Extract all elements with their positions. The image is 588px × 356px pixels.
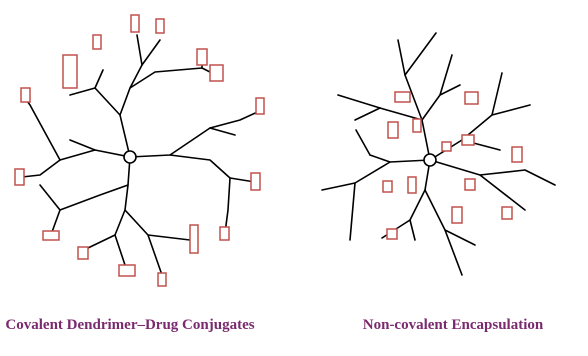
drug-molecule [155,18,165,34]
drug-molecule [62,54,78,89]
drug-molecule [501,206,513,220]
caption-covalent-conjugates: Covalent Dendrimer–Drug Conjugates [5,317,255,333]
drug-molecule [189,224,199,254]
dendrimer-core [423,153,437,167]
drug-molecule [130,14,140,33]
caption-noncovalent-encapsulation: Non-covalent Encapsulation [362,317,544,333]
noncovalent-dendrimer [321,32,556,276]
drug-molecule [464,91,479,105]
drug-molecule [20,87,31,103]
drug-molecule [157,272,167,287]
drug-molecule [42,230,60,241]
drug-molecule [209,64,224,82]
drug-molecule [407,176,417,194]
drug-molecule [441,141,452,152]
drug-molecule [77,246,89,260]
drug-molecule [250,172,261,191]
dendrimer-core [123,150,137,164]
drug-molecule [255,97,265,115]
drug-molecule [196,48,208,66]
drug-molecule [511,146,523,163]
drug-molecule [412,118,422,133]
covalent-dendrimer [14,14,265,287]
drug-molecule [118,264,136,277]
covalent-drug-molecules [14,14,265,287]
drug-molecule [382,180,393,193]
drug-molecule [14,168,25,186]
drug-molecule [92,34,102,50]
drug-molecule [464,178,476,191]
drug-molecule [394,91,411,103]
drug-molecule [451,206,463,224]
drug-molecule [219,226,230,241]
drug-molecule [387,121,399,139]
drug-molecule [461,134,475,146]
encapsulated-drug-molecules [382,91,523,240]
drug-molecule [386,228,398,240]
noncovalent-dendrimer-branches [321,32,556,276]
